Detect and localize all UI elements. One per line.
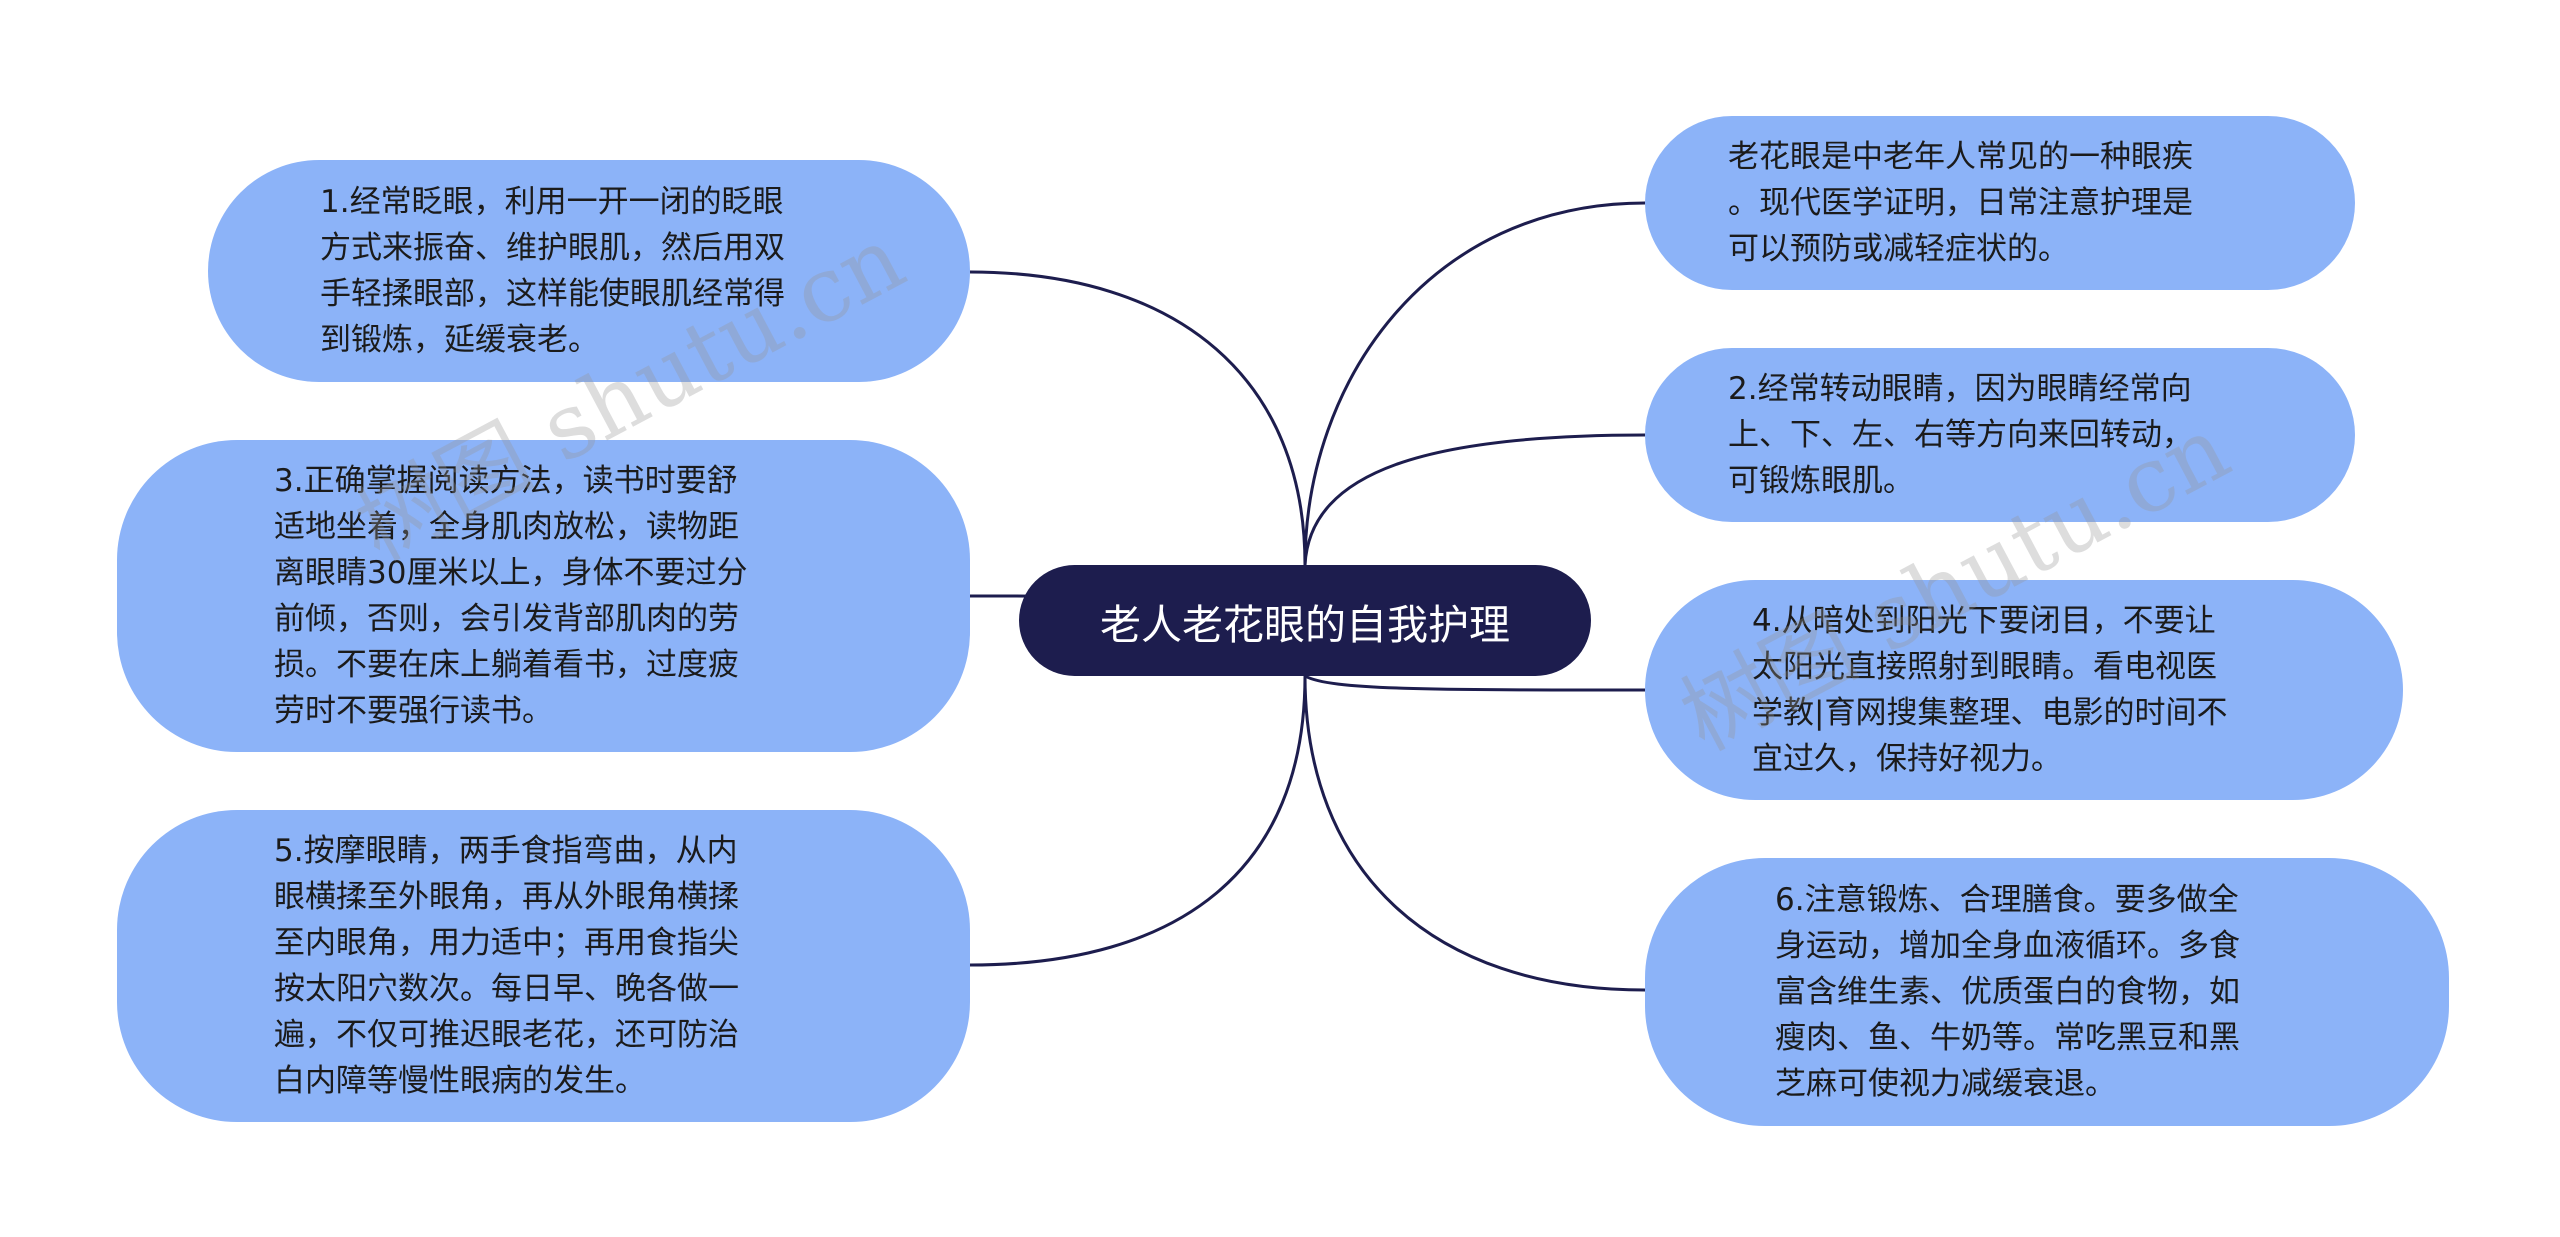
- topic-node-2-text: 2.经常转动眼睛，因为眼睛经常向 上、下、左、右等方向来回转动， 可锻炼眼肌。: [1728, 371, 2193, 499]
- root-topic-title: 老人老花眼的自我护理: [1100, 600, 1510, 649]
- link-r0: [1303, 201, 1646, 566]
- topic-node-1-text: 1.经常眨眼，利用一开一闭的眨眼 方式来振奋、维护眼肌，然后用双 手轻揉眼部，这…: [320, 184, 785, 358]
- topic-node-5[interactable]: 5.按摩眼睛，两手食指弯曲，从内 眼横揉至外眼角，再从外眼角横揉 至内眼角，用力…: [117, 810, 970, 1122]
- topic-node-3[interactable]: 3.正确掌握阅读方法，读书时要舒 适地坐着，全身肌肉放松，读物距 离眼睛30厘米…: [117, 440, 970, 752]
- topic-node-3-text: 3.正确掌握阅读方法，读书时要舒 适地坐着，全身肌肉放松，读物距 离眼睛30厘米…: [274, 463, 748, 729]
- link-l5: [969, 675, 1307, 967]
- topic-node-4[interactable]: 4.从暗处到阳光下要闭目，不要让 太阳光直接照射到眼睛。看电视医 学教|育网搜集…: [1645, 580, 2403, 800]
- topic-node-6[interactable]: 6.注意锻炼、合理膳食。要多做全 身运动，增加全身血液循环。多食 富含维生素、优…: [1645, 858, 2449, 1126]
- intro-node[interactable]: 老花眼是中老年人常见的一种眼疾 。现代医学证明，日常注意护理是 可以预防或减轻症…: [1645, 116, 2355, 290]
- topic-node-6-text: 6.注意锻炼、合理膳食。要多做全 身运动，增加全身血液循环。多食 富含维生素、优…: [1775, 882, 2240, 1102]
- link-r6: [1303, 675, 1646, 992]
- link-r2: [1303, 433, 1646, 566]
- topic-node-1[interactable]: 1.经常眨眼，利用一开一闭的眨眼 方式来振奋、维护眼肌，然后用双 手轻揉眼部，这…: [208, 160, 970, 382]
- link-l1: [969, 270, 1307, 566]
- topic-node-4-text: 4.从暗处到阳光下要闭目，不要让 太阳光直接照射到眼睛。看电视医 学教|育网搜集…: [1752, 603, 2228, 777]
- topic-node-2[interactable]: 2.经常转动眼睛，因为眼睛经常向 上、下、左、右等方向来回转动， 可锻炼眼肌。: [1645, 348, 2355, 522]
- topic-node-5-text: 5.按摩眼睛，两手食指弯曲，从内 眼横揉至外眼角，再从外眼角横揉 至内眼角，用力…: [274, 833, 739, 1099]
- root-topic[interactable]: 老人老花眼的自我护理: [1019, 565, 1591, 676]
- intro-node-text: 老花眼是中老年人常见的一种眼疾 。现代医学证明，日常注意护理是 可以预防或减轻症…: [1728, 139, 2193, 267]
- link-r4: [1304, 674, 1646, 692]
